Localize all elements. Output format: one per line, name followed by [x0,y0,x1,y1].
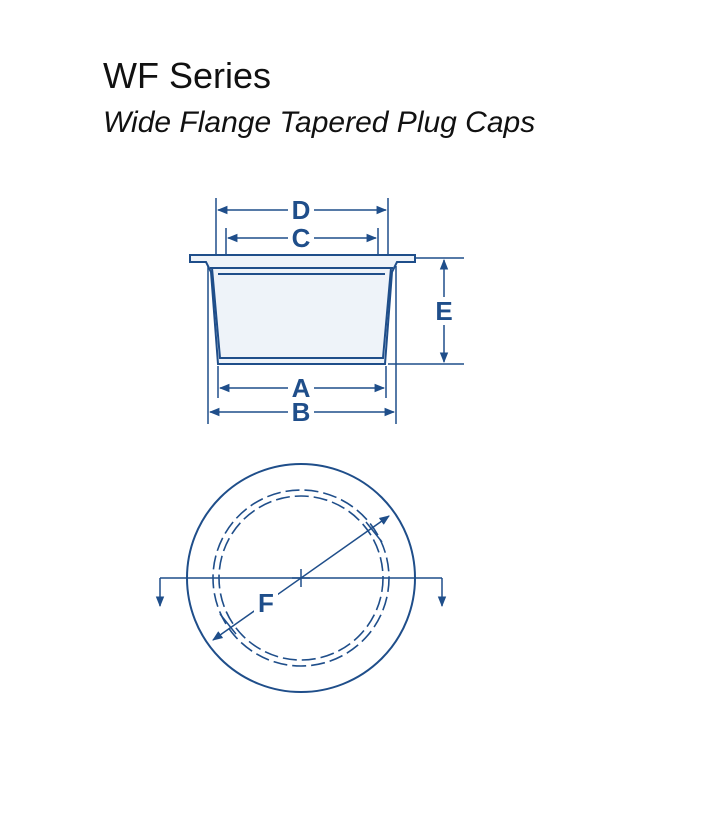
label-b: B [292,397,311,427]
label-d: D [292,195,311,225]
top-view [155,463,447,693]
cap-inner-wall [211,267,392,359]
dim-line-f [212,515,390,641]
f-tick-lower [219,613,237,635]
side-view-labels: D C A B E [288,195,456,427]
side-view [189,198,464,424]
label-a: A [292,373,311,403]
page-subtitle: Wide Flange Tapered Plug Caps [103,106,536,139]
cap-section [189,254,416,365]
top-view-labels: F [254,588,278,618]
f-tick-upper [365,521,383,543]
label-e: E [435,296,452,326]
page-title: WF Series [103,55,272,96]
label-f: F [258,588,274,618]
label-c: C [292,223,311,253]
